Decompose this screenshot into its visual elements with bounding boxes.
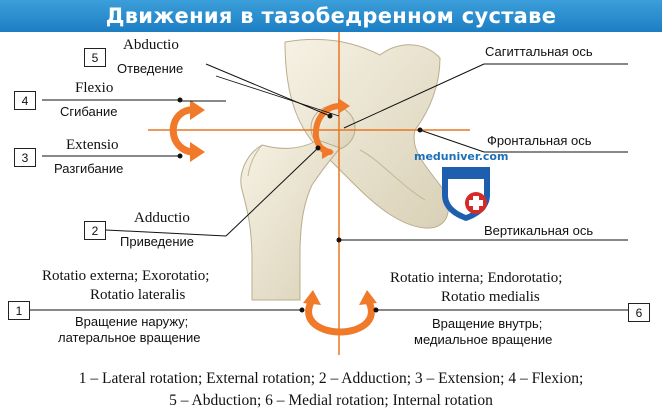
extensio-russian: Разгибание [54, 161, 124, 176]
number-box-5: 5 [84, 48, 106, 67]
page-title: Движения в тазобедренном суставе [105, 4, 557, 28]
extensio-latin: Extensio [66, 137, 119, 153]
caption-line-2: 5 – Abduction; 6 – Medial rotation; Inte… [169, 392, 493, 409]
rotation-lateral-latin-1: Rotatio externa; Exorotatio; [42, 268, 210, 284]
flexio-latin: Flexio [75, 80, 114, 96]
adductio-russian: Приведение [120, 234, 195, 249]
adductio-latin: Adductio [134, 210, 190, 226]
rotation-lateral-russian-1: Вращение наружу; [75, 314, 189, 329]
sagittal-axis-label: Сагиттальная ось [485, 44, 593, 59]
number-box-6: 6 [628, 303, 650, 322]
rotation-lateral-russian-2: латеральное вращение [58, 330, 201, 345]
number-box-1: 1 [8, 301, 30, 320]
number-box-2: 2 [84, 221, 106, 240]
watermark-text: meduniver.com [414, 150, 509, 163]
rotation-arrow [303, 290, 377, 336]
number-box-4: 4 [14, 91, 36, 110]
rotation-medial-latin-1: Rotatio interna; Endorotatio; [390, 270, 563, 286]
rotation-medial-russian-1: Вращение внутрь; [432, 316, 543, 331]
rotation-medial-russian-2: медиальное вращение [414, 332, 553, 347]
meduniver-logo [442, 167, 490, 221]
caption-line-1: 1 – Lateral rotation; External rotation;… [78, 370, 584, 387]
rotation-lateral-latin-2: Rotatio lateralis [90, 287, 186, 303]
title-bar: Движения в тазобедренном суставе [0, 0, 662, 32]
rotation-medial-latin-2: Rotatio medialis [441, 289, 540, 305]
number-box-3: 3 [14, 148, 36, 167]
flexio-russian: Сгибание [60, 104, 118, 119]
flexion-extension-arrow [169, 100, 205, 162]
abductio-russian: Отведение [117, 61, 184, 76]
abduction-adduction-arrow [312, 98, 350, 159]
abductio-latin: Abductio [123, 37, 179, 53]
frontal-axis-label: Фронтальная ось [487, 133, 592, 148]
femur-bone [240, 139, 341, 301]
vertical-axis-label: Вертикальная ось [484, 223, 594, 238]
